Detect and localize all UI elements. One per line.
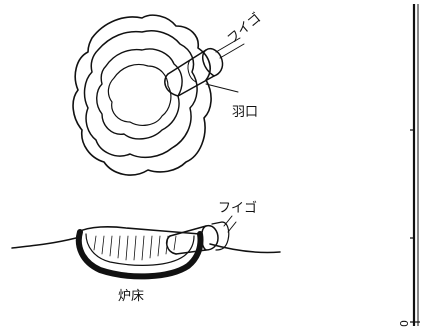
scale-bar: [410, 4, 420, 326]
ground-line-right: [210, 244, 280, 253]
furnace-bowl: [108, 65, 171, 126]
label-hearth: 炉床: [118, 289, 144, 304]
furnace-outer-rim: [73, 15, 211, 175]
hearth-hatching: [94, 236, 176, 260]
scale-zero-label: 0: [398, 320, 411, 327]
label-bellows-side: フイゴ: [218, 200, 257, 216]
furnace-top-view: [73, 15, 244, 175]
tuyere-pipe-top: [165, 49, 223, 96]
furnace-side-view: [12, 216, 280, 276]
label-bellows-top: フイゴ: [224, 10, 264, 47]
leader-bellows-side: [224, 216, 236, 232]
ground-line-left: [12, 238, 76, 248]
hearth-lining: [79, 232, 201, 276]
label-tuyere: 羽口: [232, 105, 258, 120]
